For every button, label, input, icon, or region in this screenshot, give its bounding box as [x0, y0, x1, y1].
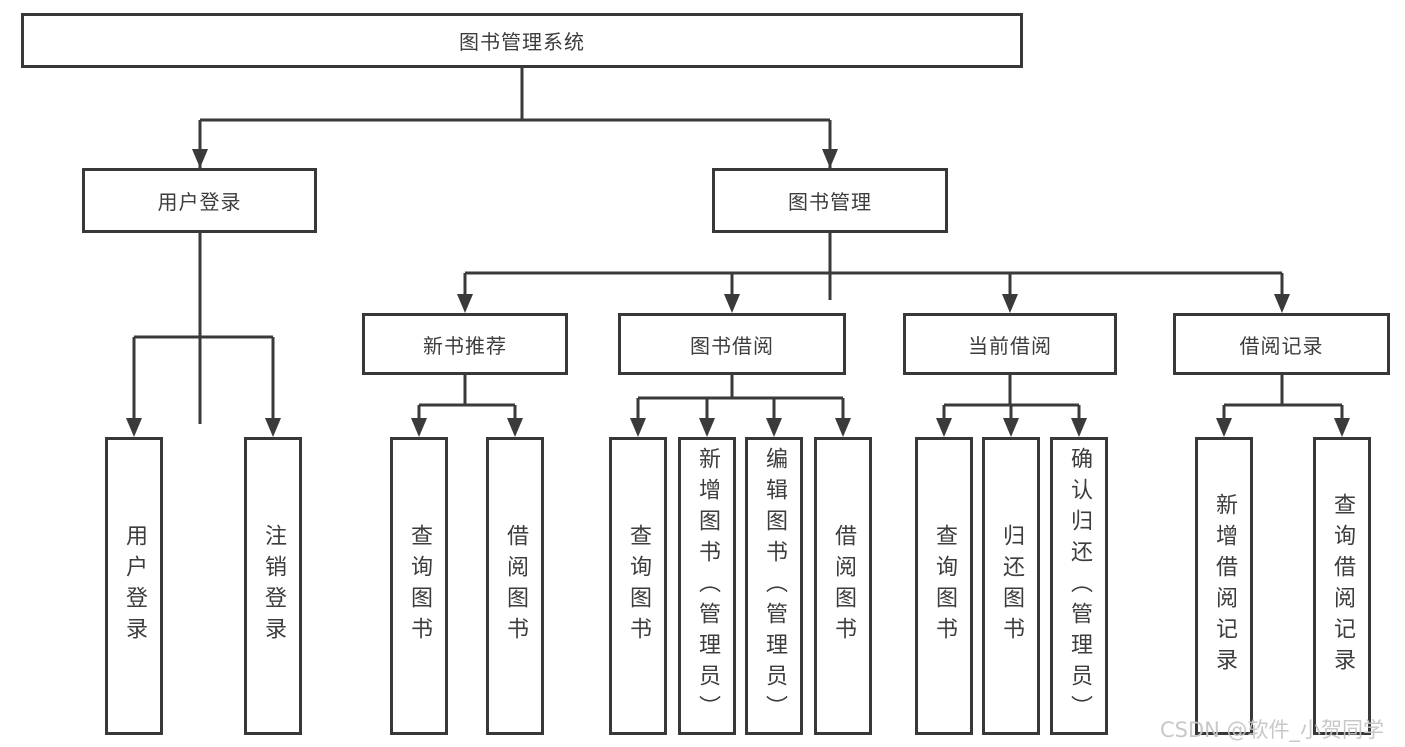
arrow-down-icon [724, 294, 740, 313]
edge-root-to-level2 [198, 68, 832, 424]
node-book-borrowing: 图书借阅 [618, 313, 846, 375]
node-library-system: 图书管理系统 [21, 13, 1023, 68]
arrow-down-icon [766, 418, 782, 437]
node-book-management: 图书管理 [712, 168, 948, 233]
node-current-borrowing: 当前借阅 [903, 313, 1117, 375]
node-user-login: 用户登录 [82, 168, 317, 233]
node-borrowing-records: 借阅记录 [1173, 313, 1390, 375]
edge-borrow-to-leaves [636, 375, 845, 423]
leaf-borrowing-add-books-admin: 新增图书（管理员） [678, 437, 736, 735]
edge-current-to-leaves [942, 375, 1081, 423]
arrow-down-icon [507, 418, 523, 437]
csdn-watermark: CSDN @软件_小贺同学 [1160, 718, 1385, 742]
leaf-borrowing-query-books: 查询图书 [609, 437, 667, 735]
node-new-book-recommend: 新书推荐 [362, 313, 568, 375]
arrow-down-icon [126, 418, 142, 437]
leaf-user-login: 用户登录 [105, 437, 163, 735]
edge-newbook-to-leaves [417, 375, 517, 423]
arrow-down-icon [457, 294, 473, 313]
arrow-down-icon [411, 418, 427, 437]
arrow-down-icon [1334, 418, 1350, 437]
arrow-down-icon [699, 418, 715, 437]
leaf-logout: 注销登录 [244, 437, 302, 735]
edge-records-to-leaves [1222, 375, 1344, 423]
arrow-down-icon [1216, 418, 1232, 437]
leaf-records-query-borrow-record: 查询借阅记录 [1313, 437, 1371, 735]
leaf-newbook-borrow-books: 借阅图书 [486, 437, 544, 735]
leaf-current-return-books: 归还图书 [982, 437, 1040, 735]
arrow-down-icon [835, 418, 851, 437]
arrow-down-icon [1003, 418, 1019, 437]
arrow-down-icon [630, 418, 646, 437]
edge-login-to-leaves [132, 233, 275, 423]
leaf-current-query-books: 查询图书 [915, 437, 973, 735]
edge-mgmt-to-level3 [463, 233, 1284, 299]
arrow-down-icon [822, 149, 838, 168]
leaf-records-add-borrow-record: 新增借阅记录 [1195, 437, 1253, 735]
arrowheads [126, 149, 1350, 437]
leaf-newbook-query-books: 查询图书 [390, 437, 448, 735]
leaf-borrowing-borrow-books: 借阅图书 [814, 437, 872, 735]
arrow-down-icon [1274, 294, 1290, 313]
leaf-borrowing-edit-books-admin: 编辑图书（管理员） [745, 437, 803, 735]
arrow-down-icon [1002, 294, 1018, 313]
arrow-down-icon [1071, 418, 1087, 437]
arrow-down-icon [936, 418, 952, 437]
leaf-current-confirm-return-admin: 确认归还（管理员） [1050, 437, 1108, 735]
arrow-down-icon [192, 149, 208, 168]
arrow-down-icon [265, 418, 281, 437]
